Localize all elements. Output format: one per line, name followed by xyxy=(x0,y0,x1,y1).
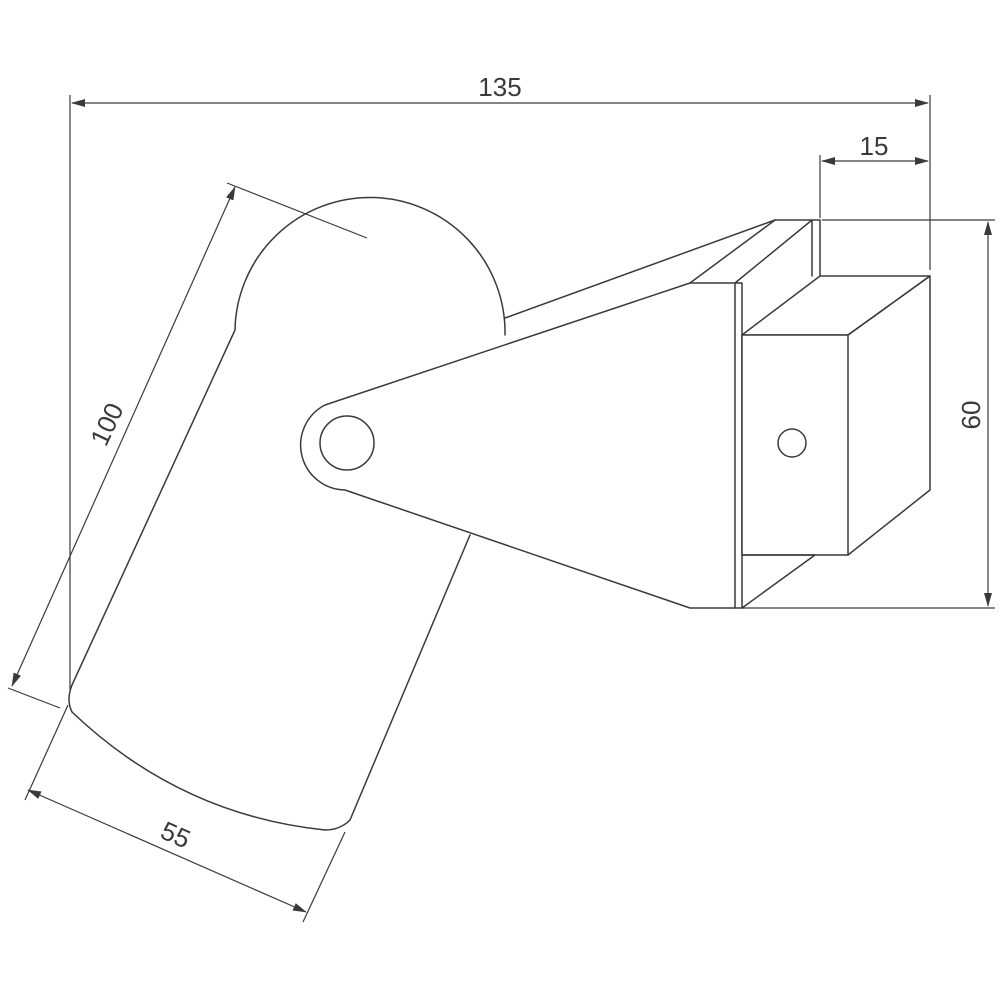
plate-block-side xyxy=(847,275,931,556)
dimension-body-diameter: 55 xyxy=(24,704,346,923)
plate-block-front xyxy=(741,334,849,556)
arm-top-edge xyxy=(504,219,776,319)
dimension-label-135: 135 xyxy=(478,72,521,102)
plate-frame xyxy=(689,219,821,609)
dimension-label-60: 60 xyxy=(956,401,986,430)
pivot-hole xyxy=(319,415,375,471)
dimension-label-15: 15 xyxy=(860,131,889,161)
dimension-bracket-depth: 15 xyxy=(819,131,929,218)
arm-plate xyxy=(299,282,736,609)
dimension-label-100: 100 xyxy=(84,398,130,450)
screw-hole xyxy=(777,428,807,458)
plate-block xyxy=(741,275,931,336)
mounting-arm xyxy=(299,219,776,609)
wall-plate xyxy=(689,219,931,609)
dimension-plate-height: 60 xyxy=(742,219,995,609)
plate-bottom xyxy=(741,554,816,609)
